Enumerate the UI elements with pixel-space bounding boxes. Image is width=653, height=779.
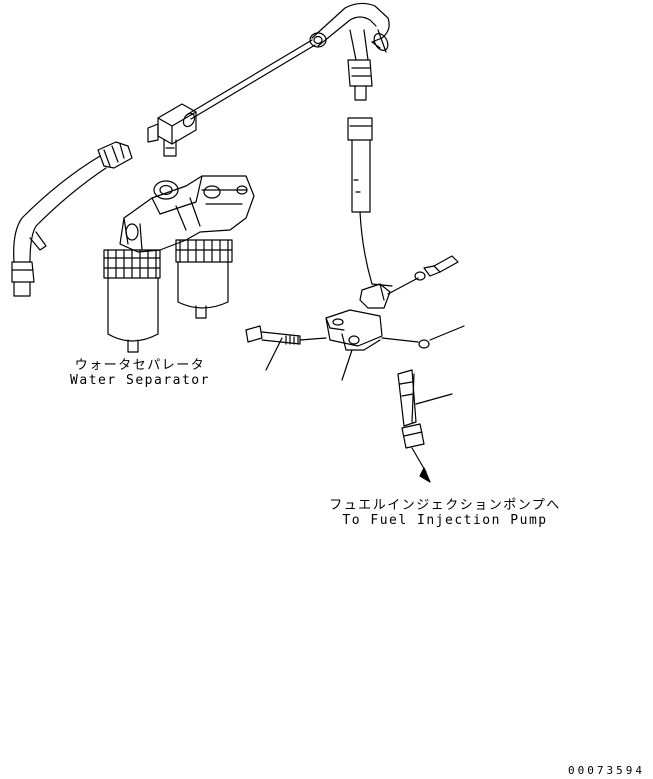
top-elbow-fitting <box>309 2 390 101</box>
vertical-hose <box>347 117 415 423</box>
fuel-pump-label-en: To Fuel Injection Pump <box>342 513 548 528</box>
upper-fuel-pipe <box>187 39 316 120</box>
fuel-pump-label-jp: フュエルインジェクションポンプへ <box>329 498 561 513</box>
clamp-bracket <box>325 283 391 351</box>
middle-elbow-fitting <box>147 103 197 157</box>
fuel-pump-label: フュエルインジェクションポンプへ To Fuel Injection Pump <box>320 498 570 528</box>
water-separator-label-jp: ウォータセパレータ <box>74 358 206 373</box>
left-hose <box>11 141 133 297</box>
water-separator <box>103 175 255 353</box>
leader-lines <box>265 325 465 405</box>
lower-hose <box>397 369 431 483</box>
long-bolt <box>245 325 430 349</box>
water-separator-label: ウォータセパレータ Water Separator <box>60 358 220 388</box>
figure-id: 00073594 <box>568 764 645 777</box>
upper-bolt <box>387 255 459 295</box>
water-separator-label-en: Water Separator <box>70 373 210 388</box>
